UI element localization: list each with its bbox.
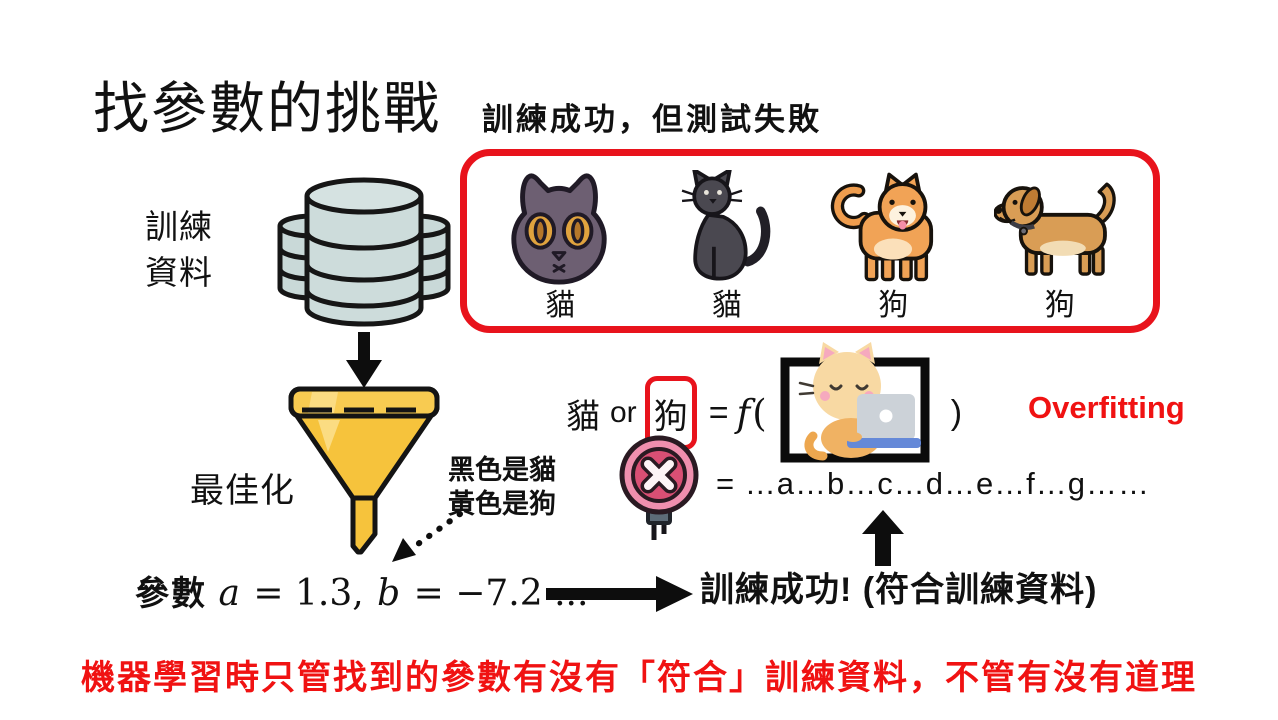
function-f: f: [736, 391, 751, 435]
equation-dog: 狗: [653, 397, 688, 436]
training-data-line2: 資料: [145, 254, 213, 291]
equation-cat: 貓: [566, 397, 600, 436]
close-paren: ): [950, 393, 963, 432]
page-title: 找參數的挑戰: [93, 77, 441, 140]
dotted-arrow-icon: [392, 511, 463, 562]
parameters-line: 參數 a = 1.3, b = −7.2 ...: [135, 566, 588, 615]
legend-note-line2: 黃色是狗: [448, 489, 556, 519]
example-dog-2: 狗: [977, 176, 1144, 322]
open-paren: (: [752, 391, 767, 435]
equation-or: or: [610, 396, 637, 429]
training-data-line1: 訓練: [145, 208, 213, 245]
param-a-value: = 1.3,: [241, 573, 376, 614]
example-label: 狗: [878, 289, 909, 322]
down-arrow-icon: [346, 332, 382, 388]
x-sign-icon: [619, 435, 699, 540]
subtitle: 訓練成功，但測試失敗: [482, 102, 822, 137]
database-icon: [277, 177, 451, 327]
example-label: 貓: [545, 289, 576, 322]
training-examples-box: 貓 貓: [460, 149, 1160, 333]
funnel-icon: [288, 386, 440, 555]
param-b: b: [377, 573, 401, 614]
example-dog-1: 狗: [810, 170, 977, 322]
up-arrow-icon: [862, 510, 904, 566]
function-expansion-text: = …a…b…c…d…e…f…g……: [716, 466, 1151, 501]
example-cat-1: 貓: [477, 170, 644, 322]
legend-note-line1: 黑色是貓: [448, 455, 556, 485]
optimizer-label: 最佳化: [190, 472, 295, 510]
equation-function: f(: [737, 392, 767, 435]
shiba-dog-icon: [831, 172, 934, 282]
parameters-label: 參數: [135, 575, 207, 613]
overfitting-label: Overfitting: [1028, 390, 1185, 425]
cat-face-icon: [511, 173, 607, 285]
equation-equals: =: [708, 393, 729, 432]
black-cat-icon: [681, 170, 771, 281]
right-arrow-icon: [546, 576, 693, 612]
training-success-text: 訓練成功! (符合訓練資料): [700, 571, 1098, 609]
legend-note: 黑色是貓 黃色是狗: [448, 453, 556, 521]
bottom-note: 機器學習時只管找到的參數有沒有「符合」訓練資料，不管有沒有道理: [81, 659, 1197, 697]
parameters-math: a = 1.3, b = −7.2 ...: [216, 573, 588, 614]
brown-dog-icon: [993, 182, 1116, 276]
cat-laptop-icon: [780, 342, 930, 463]
param-a: a: [218, 573, 240, 614]
example-cat-2: 貓: [644, 170, 811, 322]
example-label: 狗: [1044, 289, 1075, 322]
example-label: 貓: [711, 289, 742, 322]
training-data-label: 訓練 資料: [145, 204, 213, 296]
